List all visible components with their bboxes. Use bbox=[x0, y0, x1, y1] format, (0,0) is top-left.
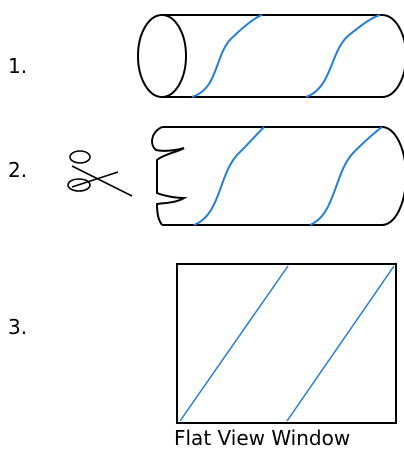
step-1-cylinder bbox=[137, 14, 404, 98]
flat-diagonal-2 bbox=[286, 265, 395, 422]
cut-cylinder-left-end bbox=[151, 126, 188, 226]
helix-stripe-2 bbox=[305, 14, 381, 98]
flat-diagonal-1 bbox=[179, 265, 289, 422]
step-3-label: 3. bbox=[8, 315, 28, 339]
flat-view-frame bbox=[176, 263, 397, 424]
step-2-cut-cylinder bbox=[151, 126, 404, 226]
cylinder-left-end bbox=[137, 14, 187, 98]
flat-view-window bbox=[176, 263, 397, 424]
cut-cylinder-right-end bbox=[381, 126, 404, 226]
cylinder-right-end bbox=[381, 14, 404, 98]
cut-helix-stripe-2 bbox=[309, 126, 383, 226]
step-1-label: 1. bbox=[8, 54, 28, 78]
step-2-label: 2. bbox=[8, 158, 28, 182]
cut-helix-stripe-1 bbox=[193, 126, 265, 226]
scissors-icon bbox=[67, 150, 133, 197]
helix-stripe-1 bbox=[191, 14, 263, 98]
flat-view-caption: Flat View Window bbox=[174, 426, 351, 450]
